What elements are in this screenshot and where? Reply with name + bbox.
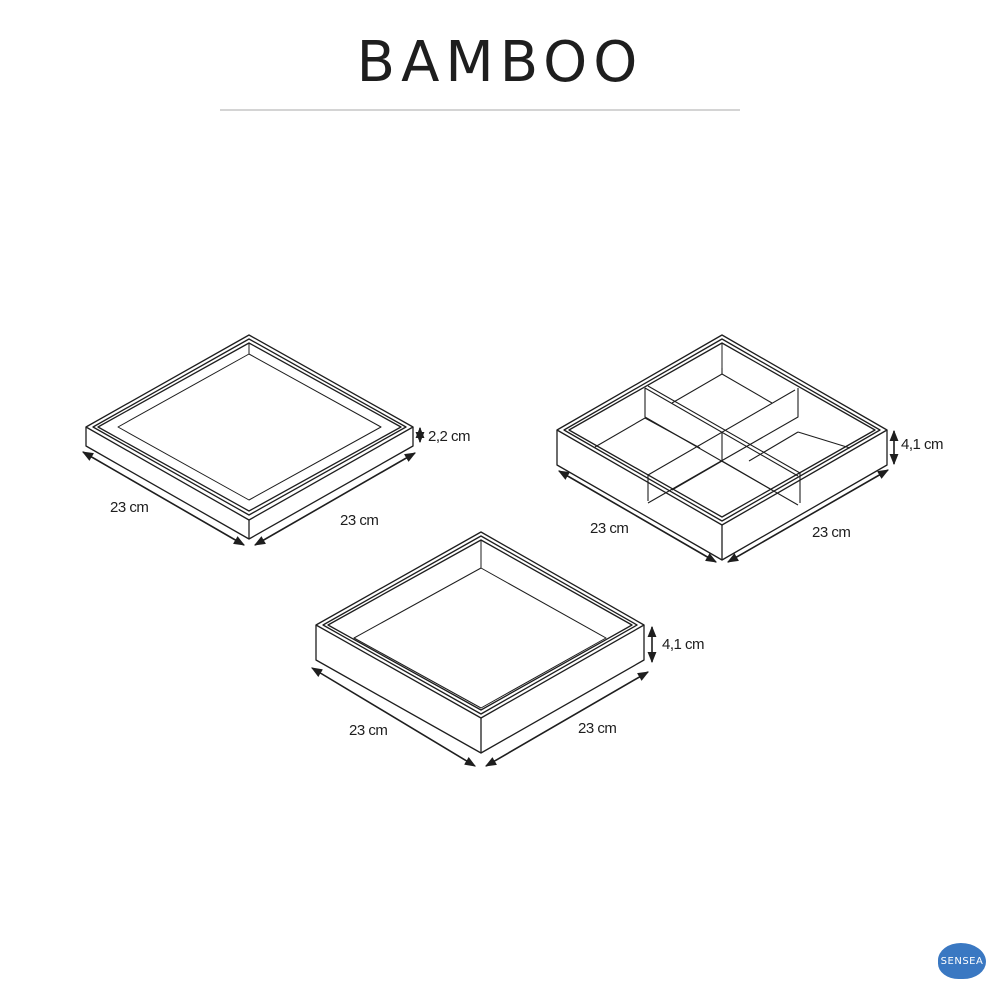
brand-logo: SENSEA bbox=[938, 943, 986, 979]
deep-tray-dimensions bbox=[311, 625, 657, 767]
flat-tray-width-label: 23 cm bbox=[110, 499, 148, 516]
flat-tray-dimensions bbox=[82, 426, 425, 546]
flat-tray-drawing bbox=[85, 334, 414, 540]
page-title: BAMBOO bbox=[356, 30, 644, 95]
divided-tray-dimensions bbox=[558, 429, 899, 563]
title-divider bbox=[220, 109, 740, 111]
deep-tray-height-label: 4,1 cm bbox=[662, 636, 704, 653]
flat-tray-depth-label: 23 cm bbox=[340, 512, 378, 529]
divided-tray-width-label: 23 cm bbox=[590, 520, 628, 537]
divided-tray-depth-label: 23 cm bbox=[812, 524, 850, 541]
deep-tray-width-label: 23 cm bbox=[349, 722, 387, 739]
brand-logo-text: SENSEA bbox=[940, 955, 984, 967]
divided-tray-height-label: 4,1 cm bbox=[901, 436, 943, 453]
deep-tray-depth-label: 23 cm bbox=[578, 720, 616, 737]
flat-tray-height-label: 2,2 cm bbox=[428, 428, 470, 445]
